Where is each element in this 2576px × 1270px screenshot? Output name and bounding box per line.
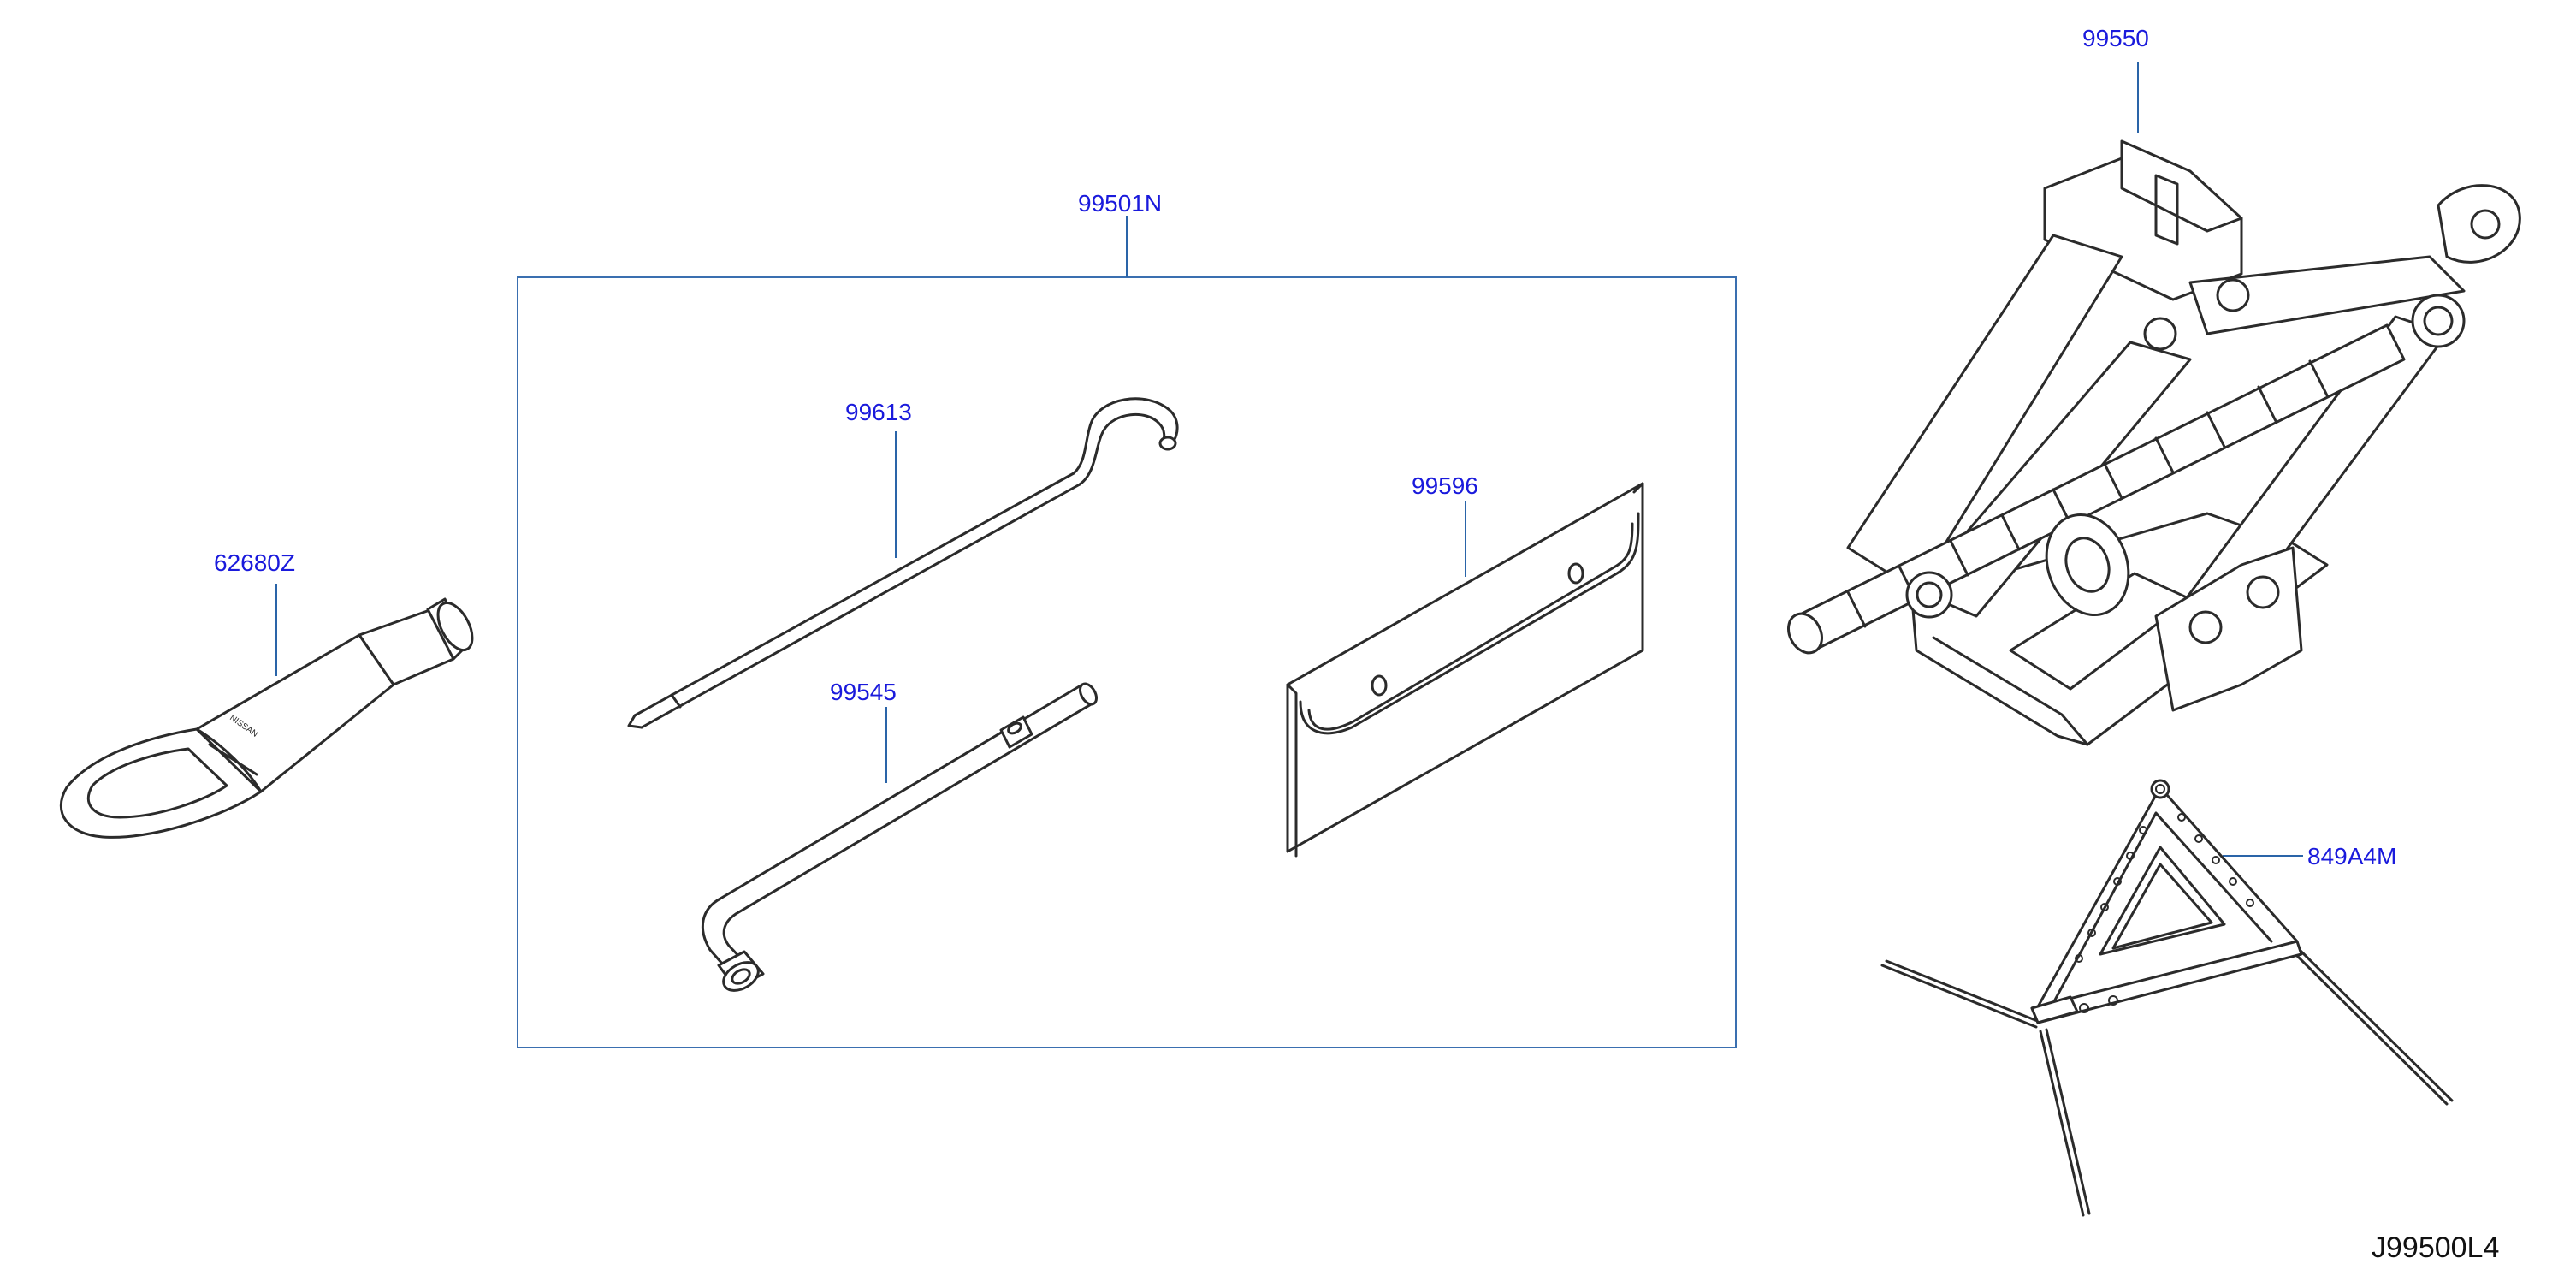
towing-hook-icon: NISSAN [59, 597, 474, 839]
label-99550: 99550 [2082, 25, 2149, 51]
jack-handle-icon [627, 397, 1179, 729]
label-62680z: 62680Z [214, 549, 295, 576]
label-99613: 99613 [845, 399, 912, 425]
wheel-wrench-icon [702, 682, 1098, 992]
label-99545: 99545 [830, 679, 897, 705]
label-99596: 99596 [1412, 472, 1478, 499]
diagram-id: J99500L4 [2372, 1231, 2499, 1264]
warning-triangle-icon [1880, 779, 2454, 1217]
scissor-jack-icon [1787, 139, 2521, 746]
label-99501n: 99501N [1078, 190, 1162, 217]
label-849a4m: 849A4M [2307, 843, 2396, 869]
tool-bag-icon [1286, 482, 1644, 858]
